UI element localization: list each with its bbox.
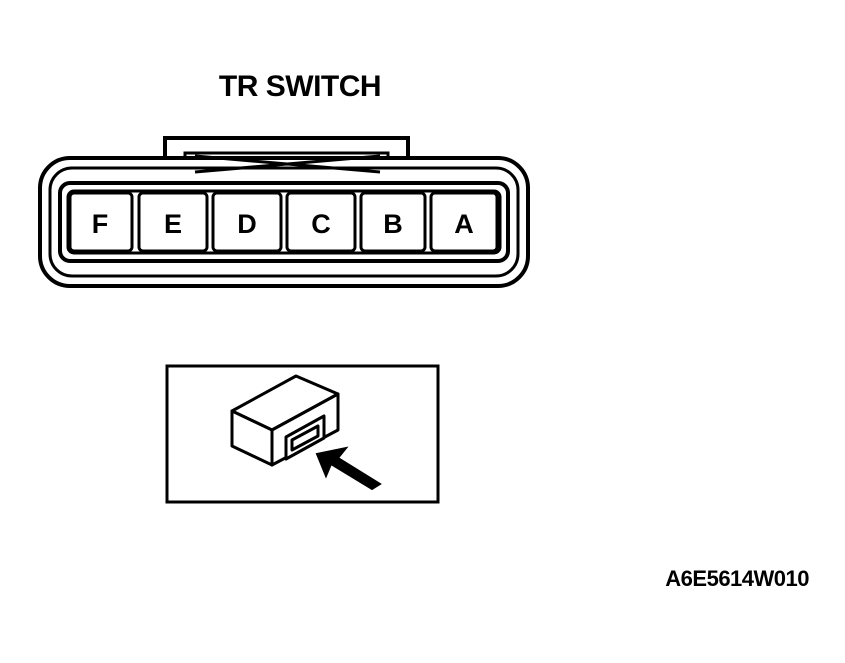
pin-cell-a: [429, 191, 499, 253]
pin-label-c: C: [311, 209, 331, 239]
pin-label-f: F: [92, 209, 109, 239]
connector-view-arrow-icon: [165, 364, 440, 504]
pin-cell-d: [211, 191, 283, 253]
pin-cells: [68, 191, 499, 253]
pin-label-e: E: [164, 209, 182, 239]
reference-code: A6E5614W010: [665, 566, 809, 591]
pin-label-b: B: [383, 209, 403, 239]
pin-label-a: A: [454, 209, 474, 239]
diagram-title: TR SWITCH: [218, 70, 382, 103]
pin-label-d: D: [237, 209, 257, 239]
pin-cell-c: [285, 191, 357, 253]
pin-cell-b: [359, 191, 427, 253]
view-arrow: [315, 446, 382, 491]
connector-housing: [38, 136, 530, 288]
pin-cell-e: [137, 191, 209, 253]
view-inset-frame: [165, 364, 440, 504]
pin-labels: F E D C B A: [92, 209, 474, 239]
pin-cell-f: [68, 191, 134, 253]
